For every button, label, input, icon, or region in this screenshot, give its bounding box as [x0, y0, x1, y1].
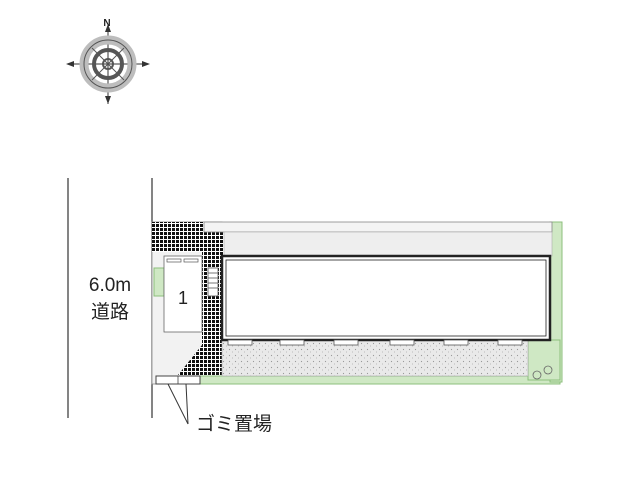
- hatched-area-column: [202, 230, 224, 382]
- shrub-icon: [532, 370, 542, 380]
- parking-stop-left: [166, 258, 182, 263]
- stairs-icon: [207, 267, 219, 297]
- greenery-left: [153, 267, 165, 297]
- garbage-area-label: ゴミ置場: [196, 413, 272, 435]
- hatched-area-diagonal: [178, 345, 202, 382]
- garbage-leader-line: [167, 383, 189, 425]
- walkway-top: [203, 221, 553, 233]
- shrub-icon: [543, 365, 553, 375]
- building-balconies: [227, 339, 523, 346]
- building-inner-outline: [225, 259, 547, 337]
- hatched-area-top-left: [152, 222, 204, 252]
- building: [220, 254, 552, 342]
- compass-rose-icon: [66, 24, 150, 104]
- greenery-bottom: [199, 375, 561, 385]
- parking-space-1: [163, 255, 203, 333]
- road-name-label: 道路: [91, 301, 129, 323]
- garbage-leader-line: [185, 383, 189, 425]
- parking-space-number: 1: [178, 288, 188, 308]
- walkway-top-inner: [223, 231, 553, 257]
- parking-stop-right: [183, 258, 199, 263]
- compass-north-label: N: [103, 18, 110, 29]
- gravel-area: [221, 339, 529, 377]
- road-width-label: 6.0m: [89, 275, 131, 296]
